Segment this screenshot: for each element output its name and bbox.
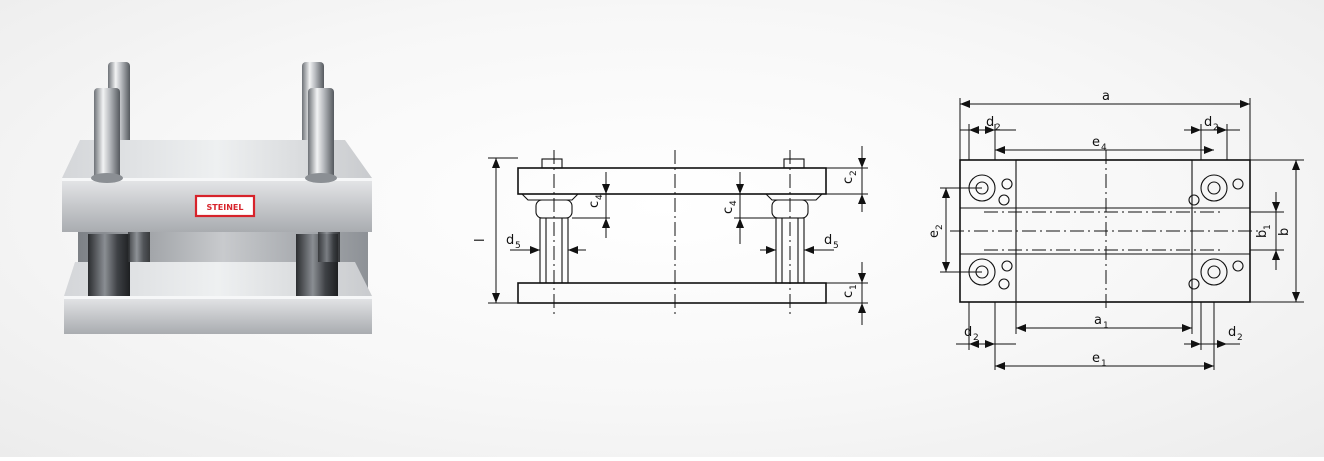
dim-d2-bottom-right-sub: 2 [1237, 333, 1243, 343]
screw-head-left [541, 158, 563, 169]
bushing-front-left-base [88, 262, 130, 296]
dim-e2: e [927, 230, 942, 238]
dim-d5-left-sub: 5 [515, 241, 521, 251]
side-view-svg: l c 2 c 1 [473, 146, 868, 325]
bolt-top-left [968, 174, 1013, 206]
die-set-photo: STEINEL [0, 0, 420, 457]
dim-e4: e [1092, 135, 1100, 150]
guide-pin-front-left [94, 88, 120, 180]
bushing-front-right-base [296, 262, 338, 296]
top-plate-edge [62, 178, 372, 181]
dim-e1: e [1092, 351, 1100, 366]
dim-d5-left: d [506, 233, 514, 248]
side-view-drawing: l c 2 c 1 [470, 0, 890, 457]
dim-d2-top-left: d [986, 115, 994, 130]
dim-b1: b [1255, 230, 1270, 238]
bottom-plate-front [64, 296, 372, 334]
bottom-plate-edge [64, 296, 372, 299]
dim-e2-sub: 2 [935, 224, 945, 230]
dim-c1-sub: 1 [849, 284, 859, 290]
pin-collar-right [305, 173, 337, 183]
side-top-plate [517, 167, 827, 195]
side-right-flange [765, 193, 823, 201]
dim-c4-left-sub: 4 [595, 194, 605, 200]
dim-c2-sub: 2 [849, 170, 859, 176]
dim-c4-right: c [721, 207, 736, 214]
dim-b: b [1277, 228, 1292, 236]
dim-d2-top-right-sub: 2 [1213, 123, 1219, 133]
bolt-top-right [1188, 174, 1244, 206]
dim-d5-right: d [824, 233, 832, 248]
top-view-drawing: a d 2 d 2 e 4 [920, 0, 1324, 457]
dim-c4-right-sub: 4 [729, 200, 739, 206]
dim-c4-left: c [587, 201, 602, 208]
guide-pin-front-right [308, 88, 334, 180]
dim-a1-sub: 1 [1103, 321, 1109, 331]
dim-d2-bottom-left: d [964, 325, 972, 340]
dim-a1: a [1094, 313, 1102, 328]
bolt-bottom-left [968, 258, 1013, 290]
bolt-bottom-right [1188, 258, 1244, 290]
side-left-flange [521, 193, 579, 201]
pin-collar-left [91, 173, 123, 183]
top-plate-top-face [62, 140, 372, 178]
dim-d5-right-sub: 5 [833, 241, 839, 251]
side-bottom-plate [517, 282, 827, 304]
dim-d2-top-right: d [1204, 115, 1212, 130]
dim-d2-top-left-sub: 2 [995, 123, 1001, 133]
screw-head-right [783, 158, 805, 169]
dim-e4-sub: 4 [1101, 143, 1107, 153]
dim-c1: c [841, 291, 856, 298]
dim-c2: c [841, 177, 856, 184]
dim-a: a [1102, 89, 1110, 104]
dim-d2-bottom-left-sub: 2 [973, 333, 979, 343]
dim-b1-sub: 1 [1263, 224, 1273, 230]
bottom-plate-top-face [64, 262, 372, 296]
dim-l: l [473, 238, 488, 242]
die-set-photo-drawing: STEINEL [62, 62, 372, 334]
dim-d2-bottom-right: d [1228, 325, 1236, 340]
top-view-svg: a d 2 d 2 e 4 [927, 89, 1304, 370]
dim-e1-sub: 1 [1101, 359, 1107, 369]
brand-logo: STEINEL [194, 194, 256, 218]
brand-logo-text: STEINEL [207, 203, 244, 212]
